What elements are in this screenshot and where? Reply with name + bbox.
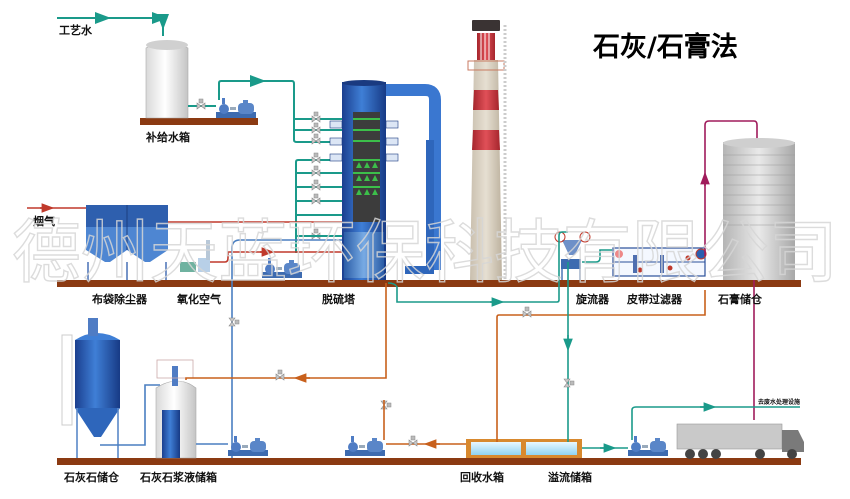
label-bag-filter: 布袋除尘器 [92,292,148,306]
label-to-wastewater: 去废水处理设施 [758,398,800,406]
platform-upper-left [140,118,258,125]
label-process-water: 工艺水 [59,23,93,37]
filtrate-return-pipe [496,290,706,442]
absorber-tower [329,80,399,280]
chimney-stack [467,20,507,280]
bag-filter [86,205,168,280]
limestone-slurry-tank [155,359,197,459]
clean-gas-duct [386,84,441,270]
label-limestone-silo: 石灰石储仓 [63,470,120,484]
gypsum-silo [723,138,795,280]
makeup-water-pump [216,98,256,118]
platform-bottom [57,458,801,465]
label-gypsum-silo: 石膏储仓 [717,292,763,306]
spray-header-pipes [295,159,345,253]
label-overflow-tank: 溢流储箱 [548,470,592,484]
slurry-feed-pump [228,436,268,456]
slurry-return-pipe [185,283,387,380]
gypsum-conveyor-line [704,120,758,256]
dump-truck [676,423,804,459]
label-recovery-tank: 回收水箱 [460,470,504,484]
label-slurry-tank: 石灰石浆液储箱 [139,470,217,484]
label-belt-filter: 皮带过滤器 [626,292,683,306]
overflow-pump [628,436,668,456]
belt-filter [612,247,707,277]
tower-to-cyclone-pipe [387,231,568,303]
makeup-water-tank [145,40,189,119]
label-oxidation-air: 氧化空气 [176,292,221,306]
hydrocyclone [554,231,591,280]
limestone-silo [61,318,120,458]
recovery-overflow-tanks [466,439,582,458]
label-flue-gas: 烟气 [33,214,55,228]
company-watermark: 德州天蓝环保科技有限公司 [12,213,838,293]
label-absorber-tower: 脱硫塔 [322,292,356,306]
limestone-feed-riser [231,239,342,458]
oxidation-air-pipe [210,251,342,263]
oxidation-air-blower [180,240,210,272]
makeup-water-to-tower-pipe [218,80,345,143]
label-hydrocyclone: 旋流器 [575,292,610,306]
recovery-water-pump [345,436,385,456]
label-makeup-water-tank: 补给水箱 [145,130,190,144]
limestone-to-slurry-pipe [100,384,160,446]
diagram-title: 石灰/石膏法 [592,31,738,63]
platform-middle [57,280,801,287]
process-water-inlet-pipe [57,11,169,36]
